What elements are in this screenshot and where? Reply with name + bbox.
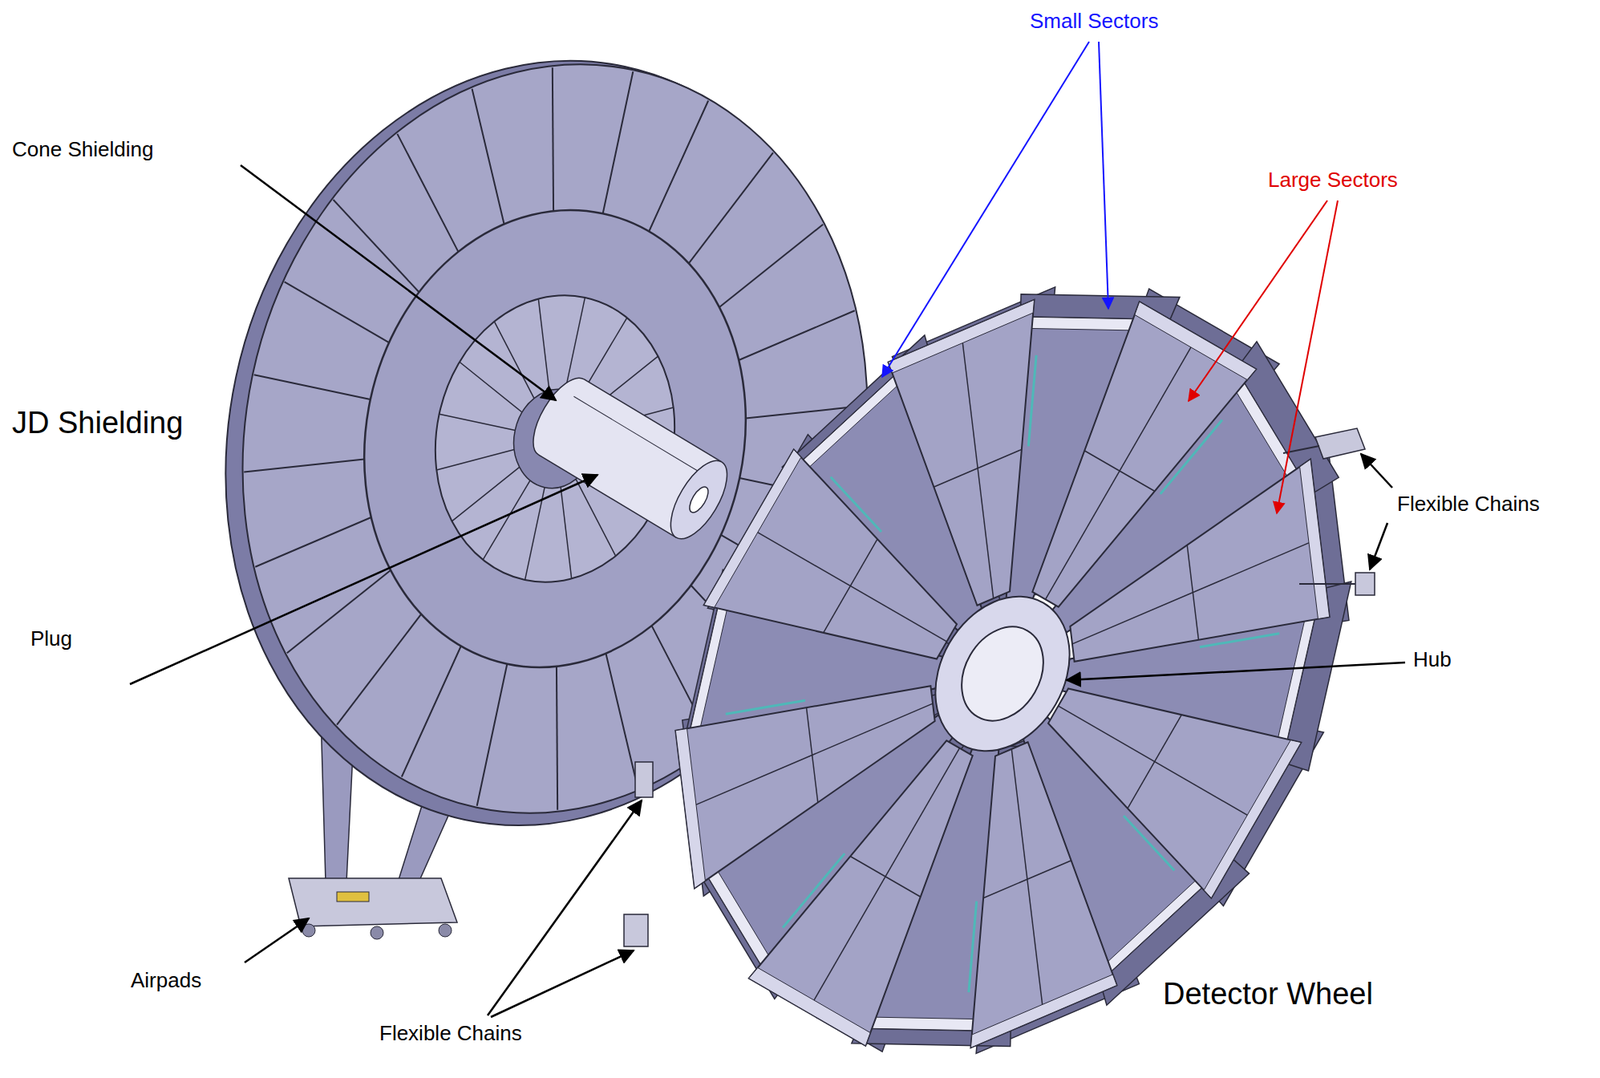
part-label: Large Sectors	[1267, 168, 1398, 193]
part-label: Plug	[30, 627, 73, 652]
part-label: Flexible Chains	[379, 1021, 523, 1046]
part-label: Cone Shielding	[12, 137, 154, 163]
assembly-label: JD Shielding	[12, 405, 183, 442]
part-label: Airpads	[130, 968, 202, 993]
part-label: Small Sectors	[1029, 9, 1159, 34]
part-label: Hub	[1413, 648, 1452, 673]
part-label: Flexible Chains	[1397, 492, 1540, 517]
assembly-label: Detector Wheel	[1162, 976, 1374, 1013]
